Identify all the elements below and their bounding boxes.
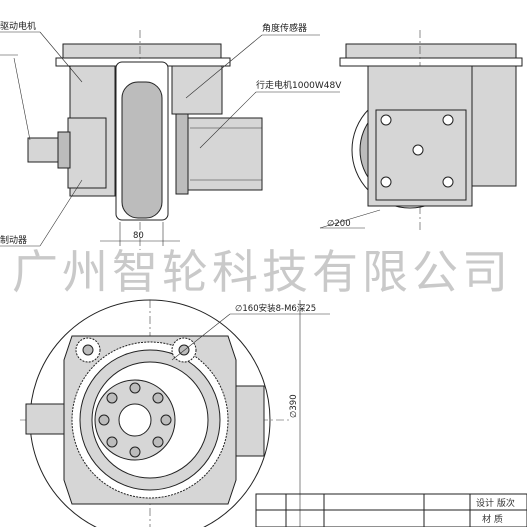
title-block-row2: 材 质 — [482, 513, 503, 525]
dim-wheel-diameter: ∅200 — [327, 219, 351, 229]
side-view: ∅200 — [319, 30, 523, 230]
dim-wheel-width: 80 — [133, 231, 144, 241]
front-slewing-ring — [62, 43, 222, 59]
side-motor-block — [471, 65, 517, 187]
top-view: ∅160安装8-M6深25 ∅390 — [20, 299, 330, 527]
front-left-connector — [27, 137, 59, 163]
front-housing-right — [171, 65, 223, 115]
side-slewing-ring — [345, 43, 517, 59]
front-view: 80 驱动电机 角度传感器 行走电机1000W48V 制动器 — [0, 20, 342, 250]
label-travel-motor: 行走电机1000W48V — [256, 79, 342, 91]
front-brake — [67, 117, 107, 189]
company-watermark: 广州智轮科技有限公司 — [12, 245, 512, 299]
front-travel-motor — [181, 117, 263, 191]
dim-bolt-circle: ∅160安装8-M6深25 — [235, 303, 316, 314]
title-block-row1: 设计 版次 — [476, 497, 515, 509]
top-left-connector — [25, 403, 67, 435]
label-top-motor: 驱动电机 — [0, 20, 36, 32]
dim-outer-diameter: ∅390 — [289, 394, 299, 418]
label-angle-sensor: 角度传感器 — [262, 22, 307, 34]
label-brake: 制动器 — [0, 234, 27, 246]
title-block: 设计 版次 材 质 — [255, 493, 527, 527]
